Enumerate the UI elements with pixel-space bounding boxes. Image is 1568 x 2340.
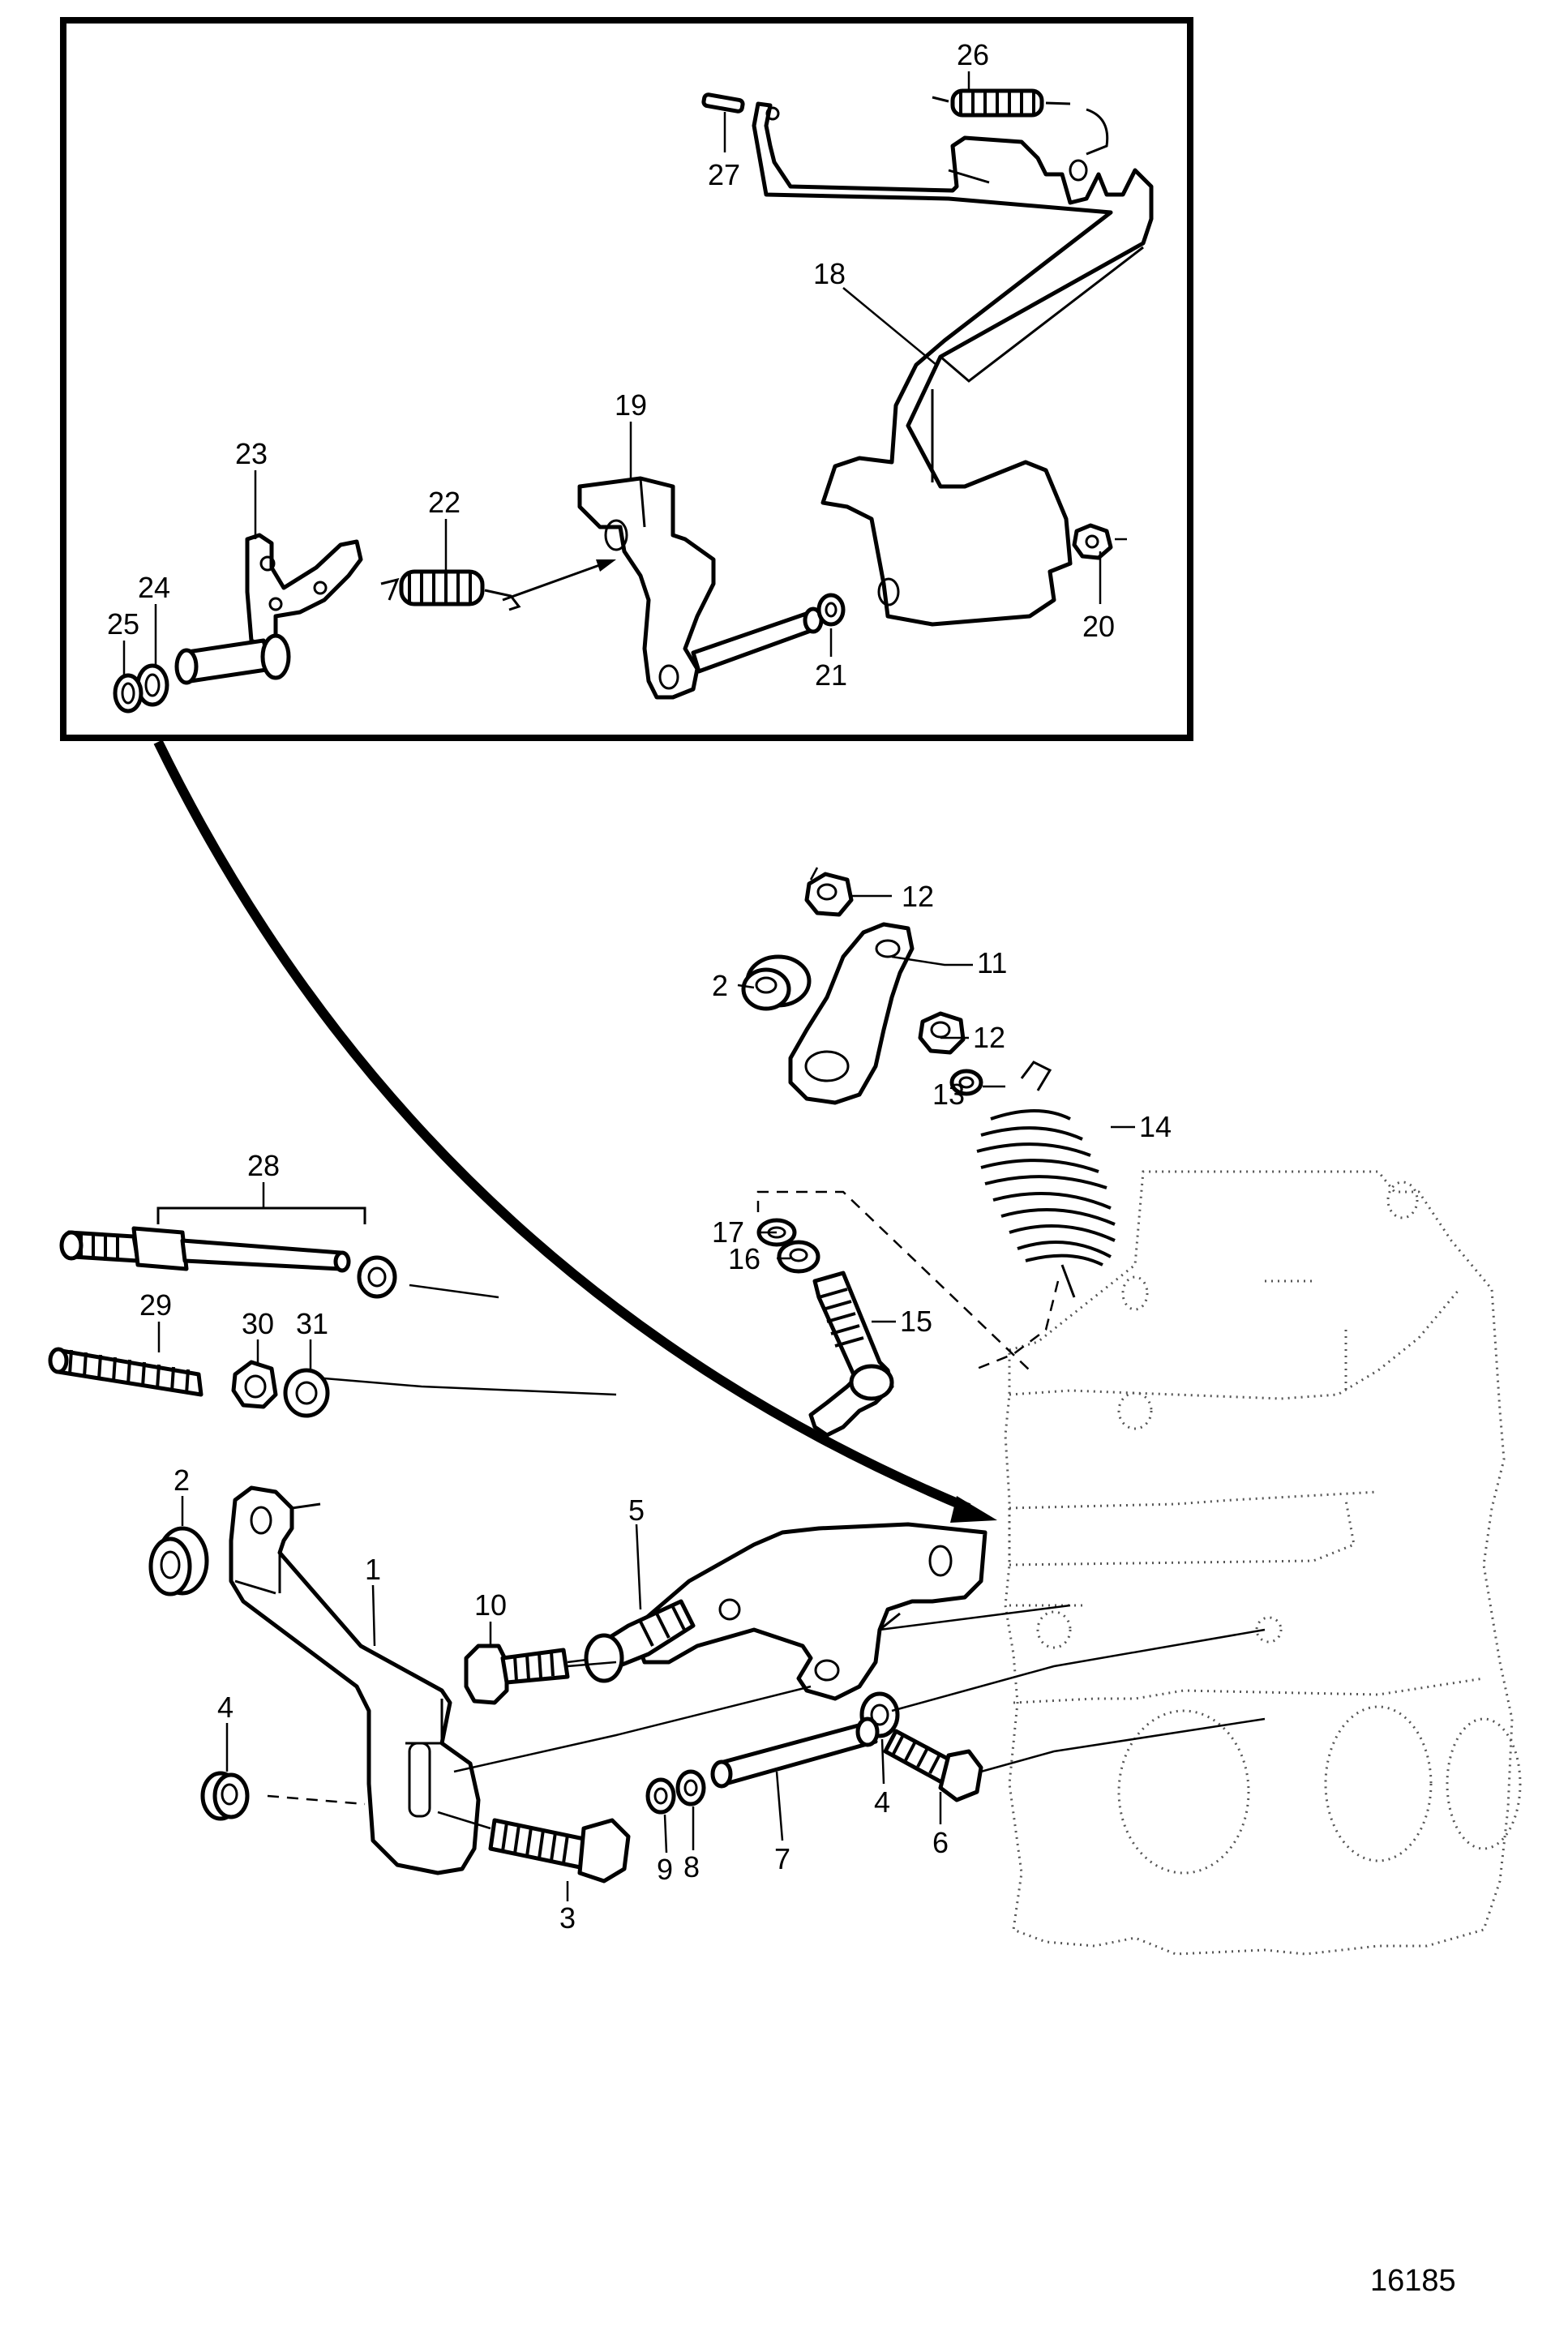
main-callouts: 12 11 2 12 13 14 17 16 15 28 29 30 31 2 … [139, 880, 1172, 1935]
assembly-line-6 [980, 1717, 1266, 1773]
part-25-washer [113, 673, 144, 714]
callout-12-upper: 12 [902, 880, 934, 913]
part-14-spring [976, 1061, 1116, 1298]
part-7-pin [710, 1716, 880, 1789]
callout-29: 29 [139, 1288, 172, 1322]
figure-number: 16185 [1370, 2264, 1456, 2298]
callout-2-upper: 2 [712, 969, 728, 1002]
callout-24: 24 [138, 571, 170, 604]
assembly-arrowhead [596, 559, 616, 572]
inset-leaders [122, 71, 1127, 675]
callout-16: 16 [728, 1242, 760, 1275]
callout-26: 26 [957, 38, 989, 71]
part-1-bracket [229, 1485, 481, 1875]
part-10-bolt [464, 1644, 601, 1705]
part-19-lever [577, 476, 824, 700]
part-9-washer [645, 1777, 676, 1815]
part-13-washer [949, 1069, 983, 1096]
assembly-arrow [502, 562, 605, 602]
callout-14: 14 [1139, 1110, 1172, 1143]
part-8-washer [675, 1769, 706, 1806]
assembly-line-31 [323, 1377, 617, 1396]
part-2-grommet-lower [148, 1526, 209, 1596]
part-26-spring [932, 88, 1109, 184]
callout-21: 21 [815, 658, 847, 692]
part-29-rod [48, 1347, 203, 1397]
part-5-lever [584, 1522, 987, 1701]
callout-1: 1 [365, 1553, 381, 1586]
part-30-nut [231, 1360, 278, 1409]
callout-2-lower: 2 [174, 1464, 190, 1497]
callout-7: 7 [774, 1842, 790, 1875]
callout-23: 23 [235, 437, 268, 470]
callout-27: 27 [708, 158, 740, 191]
part-23-lever [174, 533, 363, 685]
part-16-nut [777, 1240, 820, 1274]
assembly-line-7 [891, 1628, 1266, 1712]
detail-pointer-arrow [153, 739, 997, 1523]
callout-19: 19 [615, 388, 647, 422]
callout-30: 30 [242, 1307, 274, 1340]
part-31-washer [283, 1368, 330, 1418]
part-6-bolt [883, 1729, 983, 1802]
part-4-grommet-left [200, 1771, 366, 1821]
assembly-line-3 [453, 1685, 812, 1773]
main-leaders [157, 867, 1135, 1901]
callout-18: 18 [813, 257, 846, 290]
callout-12-lower: 12 [973, 1021, 1005, 1054]
callout-22: 22 [428, 486, 461, 519]
housing [1004, 1170, 1522, 1956]
assembly-line-15 [756, 1190, 1030, 1371]
part-2-grommet-upper [741, 954, 812, 1011]
part-21-washer [816, 593, 846, 627]
part-27-pin [701, 92, 745, 114]
part-11-plate [788, 922, 915, 1105]
callout-10: 10 [474, 1588, 507, 1622]
callout-3: 3 [559, 1901, 576, 1935]
callout-31: 31 [296, 1307, 328, 1340]
part-3-bolt [437, 1811, 631, 1884]
callout-25: 25 [107, 607, 139, 641]
callout-8: 8 [683, 1850, 700, 1884]
part-12-nut-upper [804, 872, 854, 917]
assembly-line-14 [972, 1280, 1060, 1372]
inset-frame [60, 17, 1193, 741]
callout-11: 11 [977, 946, 1007, 979]
detail-inset: 26 27 18 19 23 22 24 25 21 20 [60, 17, 1193, 741]
part-15-bolt [808, 1271, 894, 1438]
callout-15: 15 [900, 1305, 932, 1338]
callout-4-right: 4 [874, 1785, 890, 1819]
callout-13: 13 [932, 1078, 965, 1111]
part-20-nut [1072, 523, 1113, 560]
part-22-spring [380, 569, 521, 611]
assembly-line-28 [409, 1284, 499, 1299]
callout-5: 5 [628, 1494, 645, 1527]
part-12-nut-lower [918, 1011, 966, 1055]
callout-28: 28 [247, 1149, 280, 1182]
part-18-bracket [752, 101, 1154, 627]
callout-4-left: 4 [217, 1691, 233, 1724]
assembly-line-10 [567, 1661, 617, 1668]
callout-9: 9 [657, 1853, 673, 1886]
assembly-line-5 [879, 1604, 1071, 1631]
part-28-bolt [59, 1206, 397, 1299]
callout-6: 6 [932, 1826, 949, 1859]
callout-20: 20 [1082, 610, 1115, 643]
callout-17: 17 [712, 1215, 744, 1249]
